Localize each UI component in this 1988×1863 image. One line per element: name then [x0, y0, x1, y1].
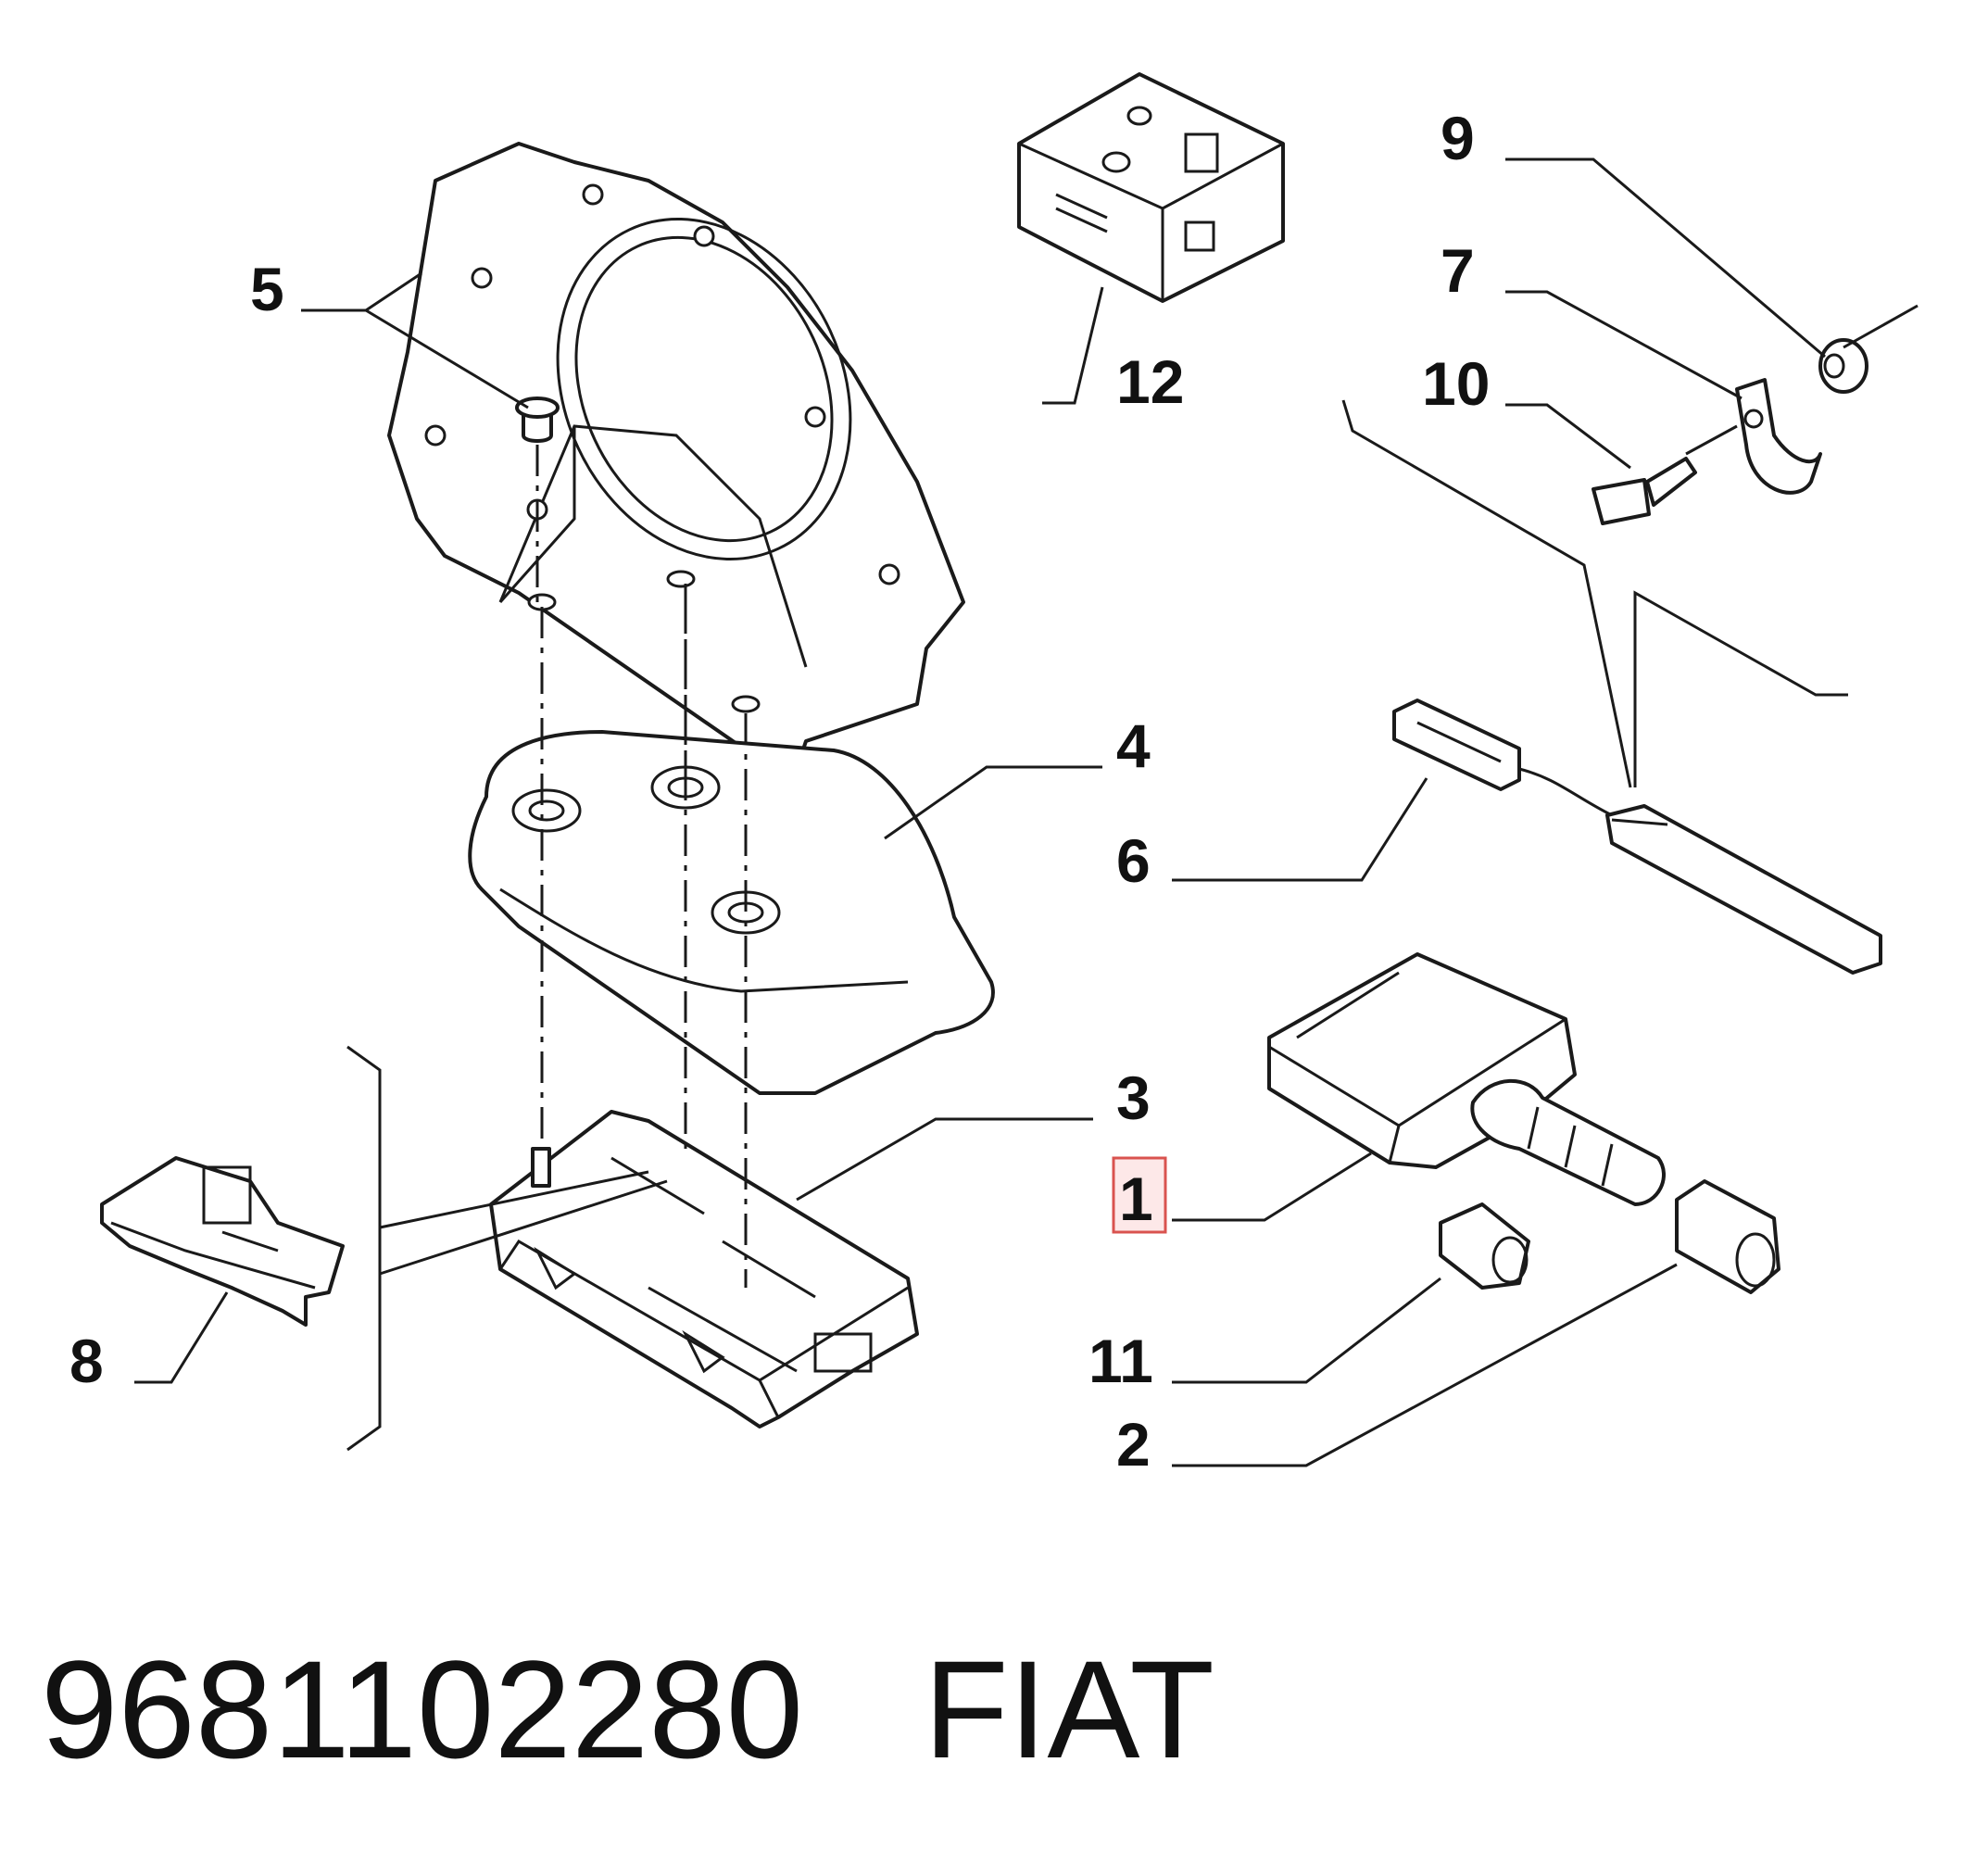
leader-5-b — [365, 308, 529, 409]
axis-line-10 — [1685, 424, 1738, 456]
assembly-lines — [535, 445, 748, 1288]
callout-2[interactable]: 2 — [1116, 1410, 1151, 1479]
leader-3-to-8-b — [379, 1179, 668, 1276]
leader-8 — [134, 1291, 229, 1384]
leader-4 — [884, 765, 1102, 840]
leader-3 — [796, 1117, 1093, 1202]
leader-3-to-8-a — [379, 1170, 649, 1229]
part-nut — [1818, 338, 1868, 394]
part-sleeve — [1675, 1179, 1780, 1294]
leader-lines — [134, 157, 1848, 1467]
leader-1 — [1172, 1152, 1372, 1222]
callout-1[interactable]: 1 — [1119, 1164, 1153, 1233]
callout-3[interactable]: 3 — [1116, 1064, 1151, 1132]
callout-7[interactable]: 7 — [1441, 236, 1475, 305]
callout-5[interactable]: 5 — [250, 255, 284, 323]
part-control-module — [489, 1110, 919, 1429]
callout-12[interactable]: 12 — [1116, 347, 1184, 416]
part-bracket — [387, 142, 965, 771]
part-valve-cap — [1439, 1202, 1530, 1290]
leader-12 — [1042, 286, 1104, 405]
callout-1-highlight — [1112, 1156, 1167, 1234]
leader-9 — [1505, 157, 1826, 359]
leader-11 — [1172, 1277, 1441, 1384]
callout-10[interactable]: 10 — [1422, 349, 1490, 418]
leader-6 — [1172, 777, 1428, 882]
part-clip-bracket — [100, 1045, 382, 1452]
leader-10 — [1505, 403, 1631, 470]
part-valve-kit-box — [1017, 72, 1285, 303]
leader-6-antenna-a — [1341, 399, 1632, 788]
leader-2 — [1172, 1263, 1678, 1467]
part-plug-pin — [515, 397, 560, 443]
callout-8[interactable]: 8 — [69, 1327, 104, 1395]
axis-line-9 — [1843, 304, 1919, 349]
callout-4[interactable]: 4 — [1116, 711, 1151, 780]
part-number: 9681102280 — [41, 1631, 804, 1787]
callout-11[interactable]: 11 — [1088, 1327, 1153, 1395]
part-clamp — [1735, 378, 1822, 495]
leader-6-antenna-b — [1633, 590, 1848, 787]
part-tpms-sensor — [1267, 952, 1666, 1206]
part-antenna-sensor — [1392, 699, 1882, 975]
brand-name: FIAT — [924, 1631, 1214, 1787]
leader-5-a — [301, 271, 422, 312]
leader-7 — [1505, 290, 1743, 400]
callout-9[interactable]: 9 — [1441, 104, 1475, 172]
part-cover — [468, 730, 995, 1095]
callout-6[interactable]: 6 — [1116, 826, 1151, 895]
part-bolt — [1592, 457, 1697, 525]
